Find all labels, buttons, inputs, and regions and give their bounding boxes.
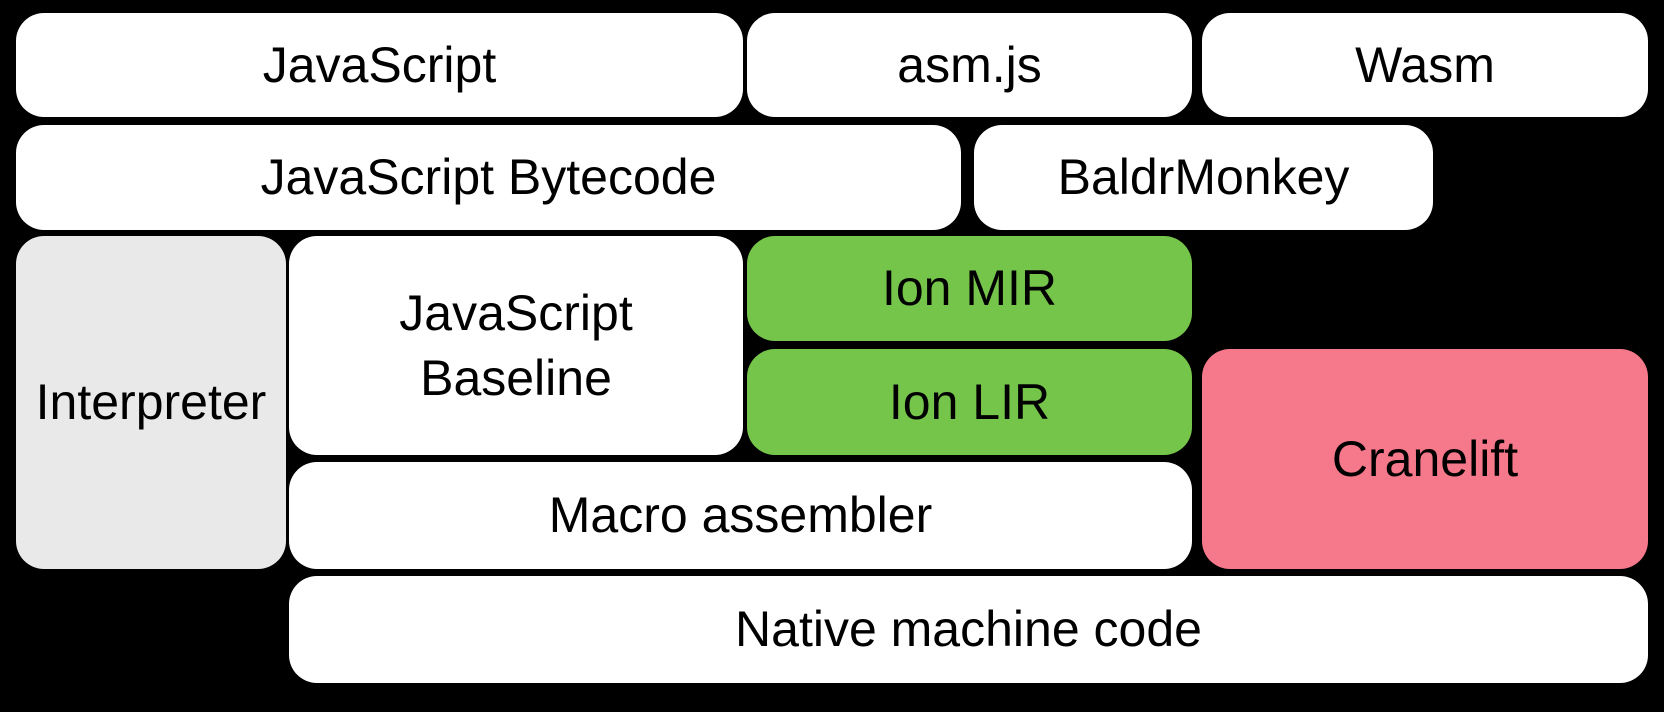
box-javascript-bytecode-label: JavaScript Bytecode (260, 149, 717, 205)
box-ion-mir: Ion MIR (747, 236, 1192, 341)
box-cranelift: Cranelift (1202, 349, 1648, 569)
box-javascript-label: JavaScript (262, 36, 497, 93)
box-baldrmonkey-label: BaldrMonkey (1057, 149, 1350, 205)
box-cranelift-label: Cranelift (1331, 430, 1519, 487)
box-javascript: JavaScript (16, 13, 743, 117)
box-interpreter: Interpreter (16, 236, 286, 569)
box-javascript-baseline-line2: Baseline (420, 349, 612, 406)
box-macro-assembler: Macro assembler (289, 462, 1192, 569)
box-macro-assembler-label: Macro assembler (548, 487, 933, 543)
box-ion-mir-label: Ion MIR (881, 260, 1058, 316)
box-wasm-label: Wasm (1355, 36, 1495, 93)
box-javascript-baseline: JavaScript Baseline (289, 236, 743, 455)
box-baldrmonkey: BaldrMonkey (974, 125, 1433, 230)
box-native-machine-code: Native machine code (289, 576, 1648, 683)
box-asm-js: asm.js (747, 13, 1192, 117)
box-ion-lir: Ion LIR (747, 349, 1192, 455)
box-ion-lir-label: Ion LIR (888, 373, 1051, 430)
box-javascript-bytecode: JavaScript Bytecode (16, 125, 961, 230)
box-javascript-baseline-line1: JavaScript (399, 284, 633, 341)
box-native-machine-code-label: Native machine code (735, 601, 1202, 657)
box-interpreter-label: Interpreter (35, 374, 267, 430)
box-javascript-baseline-label: JavaScript Baseline (399, 281, 632, 411)
box-wasm: Wasm (1202, 13, 1648, 117)
box-asm-js-label: asm.js (897, 36, 1042, 93)
